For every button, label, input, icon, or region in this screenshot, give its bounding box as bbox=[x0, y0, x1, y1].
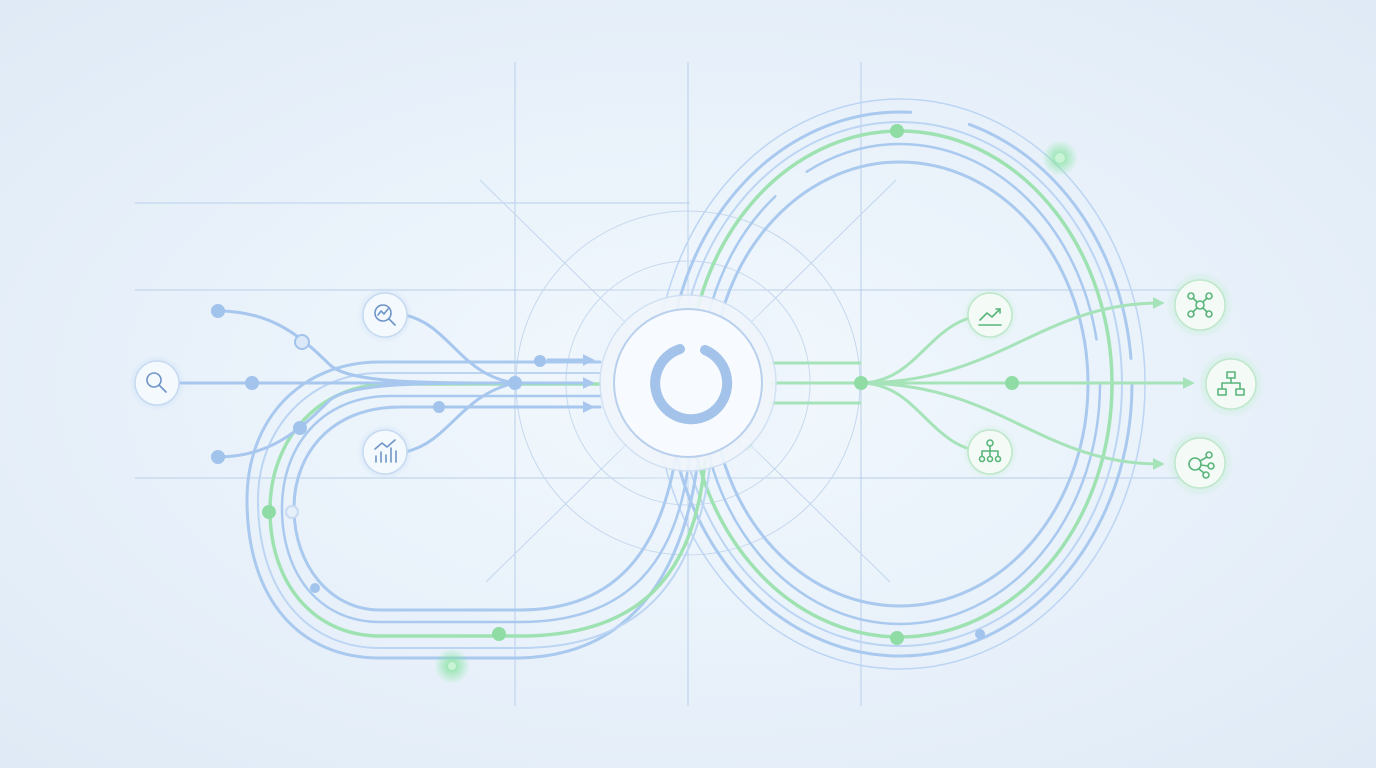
trend-line-icon bbox=[978, 308, 1002, 326]
search-icon bbox=[146, 372, 167, 393]
right-node-connected-nodes[interactable] bbox=[1166, 429, 1234, 497]
network-graph-icon bbox=[1187, 292, 1213, 318]
right-node-hierarchy[interactable] bbox=[962, 424, 1018, 480]
right-node-org-chart[interactable] bbox=[1197, 350, 1265, 418]
org-chart-icon bbox=[1217, 371, 1245, 396]
cycle-ring-icon bbox=[650, 344, 733, 425]
left-flows bbox=[153, 309, 595, 459]
right-node-trend-line[interactable] bbox=[962, 287, 1018, 343]
flow-dots bbox=[211, 124, 1078, 684]
left-loop bbox=[245, 360, 713, 660]
left-node-search-analytics[interactable] bbox=[357, 287, 413, 343]
left-node-search[interactable] bbox=[129, 355, 185, 411]
connected-nodes-icon bbox=[1188, 451, 1215, 479]
right-flows bbox=[768, 297, 1195, 470]
bar-chart-icon bbox=[374, 439, 397, 463]
left-node-bar-chart[interactable] bbox=[357, 424, 413, 480]
hierarchy-icon bbox=[978, 439, 1002, 463]
center-hub bbox=[599, 294, 777, 472]
search-analytics-icon bbox=[374, 304, 396, 326]
right-node-network-graph[interactable] bbox=[1166, 271, 1234, 339]
